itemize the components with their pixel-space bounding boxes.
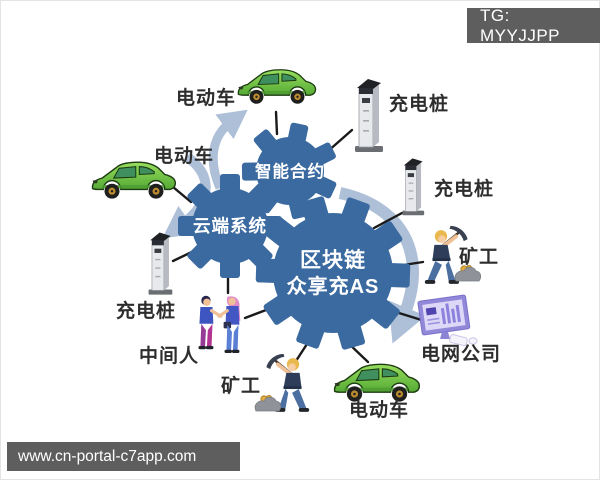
pile-top-right-label: 充电桩 <box>389 92 449 115</box>
miner-right-label: 矿工 <box>459 245 499 268</box>
tg-badge: TG: MYYJJPP <box>467 5 600 45</box>
charging-pile-left-illustration <box>148 232 173 296</box>
ev-car-left-illustration <box>91 161 177 200</box>
curved-arrow-right-icon <box>338 187 426 344</box>
grid-company-label: 电网公司 <box>421 342 501 365</box>
charging-pile-right-illustration <box>401 157 425 216</box>
website-bar: www.cn-portal-c7app.com <box>7 442 240 471</box>
handshake-people-illustration <box>196 294 242 355</box>
gold-rock-bottom-illustration <box>254 394 282 412</box>
charging-pile-top-right-illustration <box>354 78 384 153</box>
website-url: www.cn-portal-c7app.com <box>18 447 197 465</box>
connector-line <box>372 211 404 230</box>
miner-bottom-label: 矿工 <box>221 374 261 397</box>
smart-contract-label: 智能合约 <box>255 161 325 181</box>
blockchain-gear: 区块链 众享充AS <box>255 196 411 350</box>
pile-left-label: 充电桩 <box>116 299 176 322</box>
tg-badge-text: TG: MYYJJPP <box>480 5 561 45</box>
smart-contract-gear: 智能合约 <box>241 122 337 220</box>
blockchain-label-line1: 区块链 <box>300 248 366 272</box>
ev-car-bottom-illustration <box>333 363 421 403</box>
curved-arrow-up-icon <box>208 109 248 190</box>
pile-right-label: 充电桩 <box>434 177 494 200</box>
ev-car-top-illustration <box>237 69 317 105</box>
grid-company-monitor-illustration <box>417 294 478 347</box>
cloud-system-label: 云端系统 <box>193 216 267 236</box>
blockchain-label-line2: 众享充AS <box>287 274 380 298</box>
ev-bottom-label: 电动车 <box>349 398 409 421</box>
middleman-label: 中间人 <box>139 344 199 367</box>
connector-line <box>274 110 279 136</box>
ev-left-label: 电动车 <box>154 144 214 167</box>
ev-top-label: 电动车 <box>176 86 236 109</box>
